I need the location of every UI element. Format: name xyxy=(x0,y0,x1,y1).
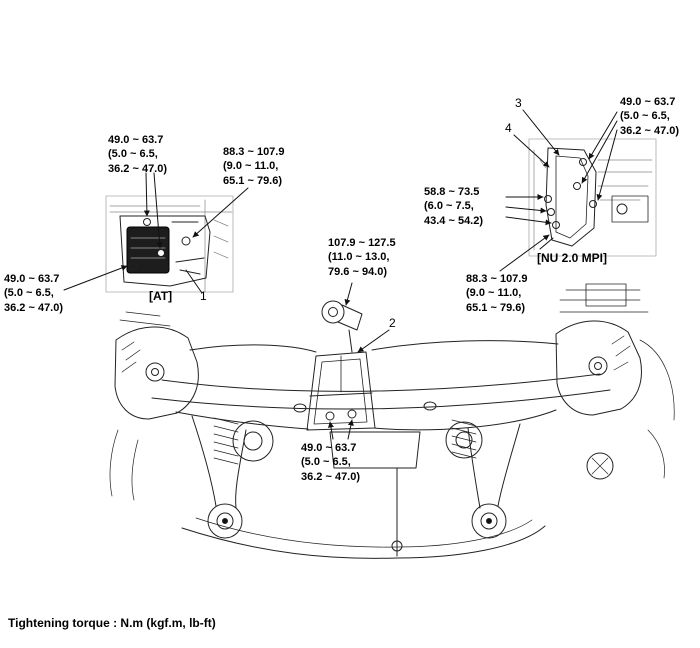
torque-callout-roll-rod: 107.9 ~ 127.5 (11.0 ~ 13.0, 79.6 ~ 94.0) xyxy=(328,237,396,278)
torque-callout-subframe-bolts: 49.0 ~ 63.7 (5.0 ~ 6.5, 36.2 ~ 47.0) xyxy=(301,442,361,483)
nu-mount-detail-inset xyxy=(528,138,657,257)
torque-callout-at-lower-bolt: 49.0 ~ 63.7 (5.0 ~ 6.5, 36.2 ~ 47.0) xyxy=(4,273,64,314)
part-number-1: 1 xyxy=(200,289,207,303)
label-at-transmission: [AT] xyxy=(149,289,173,303)
subframe-crossmember xyxy=(109,283,675,559)
part-number-4: 4 xyxy=(505,121,512,135)
torque-callout-nu-bracket-bolts: 58.8 ~ 73.5 (6.0 ~ 7.5, 43.4 ~ 54.2) xyxy=(424,186,484,227)
torque-callout-at-mount: 88.3 ~ 107.9 (9.0 ~ 11.0, 65.1 ~ 79.6) xyxy=(223,146,285,187)
tightening-torque-note: Tightening torque : N.m (kgf.m, lb-ft) xyxy=(8,616,216,630)
roll-rod-bracket xyxy=(306,300,376,431)
torque-callout-nu-upper-bolts: 49.0 ~ 63.7 (5.0 ~ 6.5, 36.2 ~ 47.0) xyxy=(620,96,680,137)
torque-callout-at-upper-bolts: 49.0 ~ 63.7 (5.0 ~ 6.5, 36.2 ~ 47.0) xyxy=(108,134,168,175)
part-number-2: 2 xyxy=(389,316,396,330)
torque-callout-nu-mount: 88.3 ~ 107.9 (9.0 ~ 11.0, 65.1 ~ 79.6) xyxy=(466,273,528,314)
part-number-3: 3 xyxy=(515,96,522,110)
label-nu-engine: [NU 2.0 MPI] xyxy=(537,251,608,265)
at-mount-detail-inset xyxy=(105,195,234,293)
leader-lines xyxy=(63,109,618,440)
